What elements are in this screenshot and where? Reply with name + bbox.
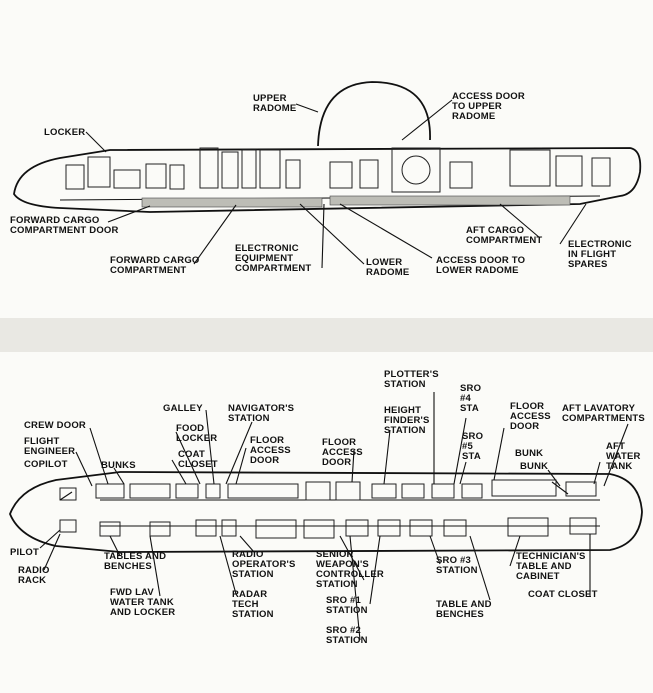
top-aircraft-diagram: [13, 81, 642, 269]
label-sro3-station: SRO #3 STATION: [436, 555, 478, 576]
label-table-and-benches: TABLE AND BENCHES: [436, 599, 492, 620]
top-fuselage: [13, 147, 642, 213]
label-aft-water-tank: AFT WATER TANK: [606, 441, 641, 472]
upper-radome-dome: [317, 81, 431, 147]
label-technicians-table: TECHNICIAN'S TABLE AND CABINET: [516, 551, 586, 582]
aft-cargo-strip: [329, 195, 571, 206]
forward-cargo-strip: [141, 197, 323, 208]
label-locker: LOCKER: [44, 127, 86, 138]
top-equipment-blocks: [65, 147, 611, 193]
label-crew-door: CREW DOOR: [24, 420, 86, 431]
label-aft-lavatory-compartments: AFT LAVATORY COMPARTMENTS: [562, 403, 645, 424]
label-floor-access-door-aft: FLOOR ACCESS DOOR: [510, 401, 551, 432]
label-copilot: COPILOT: [24, 459, 68, 470]
label-coat-closet-fwd: COAT CLOSET: [178, 449, 218, 470]
label-sro1-station: SRO #1 STATION: [326, 595, 368, 616]
label-sro2-station: SRO #2 STATION: [326, 625, 368, 646]
label-electronic-equipment-compartment: ELECTRONIC EQUIPMENT COMPARTMENT: [235, 243, 312, 274]
label-sro5-sta: SRO #5 STA: [462, 431, 484, 462]
label-senior-weapons-controller: SENIOR WEAPON'S CONTROLLER STATION: [316, 549, 384, 590]
label-plotters-station: PLOTTER'S STATION: [384, 369, 439, 390]
label-flight-engineer: FLIGHT ENGINEER: [24, 436, 76, 457]
label-radio-rack: RADIO RACK: [18, 565, 50, 586]
label-galley: GALLEY: [163, 403, 203, 414]
label-tables-and-benches: TABLES AND BENCHES: [104, 551, 167, 572]
label-radio-operators-station: RADIO OPERATOR'S STATION: [232, 549, 296, 580]
label-bunk-1: BUNK: [515, 448, 544, 459]
panel-divider: [0, 318, 653, 352]
top-panel: [0, 0, 653, 318]
label-sro4-sta: SRO #4 STA: [460, 383, 482, 414]
label-access-door-upper-radome: ACCESS DOOR TO UPPER RADOME: [452, 91, 525, 122]
label-pilot: PILOT: [10, 547, 39, 558]
top-leader-lines: [85, 99, 587, 269]
label-floor-access-door-fwd: FLOOR ACCESS DOOR: [250, 435, 291, 466]
label-fwd-lav-water-tank: FWD LAV WATER TANK AND LOCKER: [110, 587, 176, 618]
label-bunk-2: BUNK: [520, 461, 549, 472]
label-electronic-in-flight-spares: ELECTRONIC IN FLIGHT SPARES: [568, 239, 632, 270]
label-food-locker: FOOD LOCKER: [176, 423, 218, 444]
label-forward-cargo-door: FORWARD CARGO COMPARTMENT DOOR: [10, 215, 119, 236]
label-aft-cargo-compartment: AFT CARGO COMPARTMENT: [466, 225, 543, 246]
label-forward-cargo-compartment: FORWARD CARGO COMPARTMENT: [110, 255, 200, 276]
label-bunks: BUNKS: [101, 460, 136, 471]
label-access-door-lower-radome: ACCESS DOOR TO LOWER RADOME: [436, 255, 526, 276]
label-lower-radome: LOWER RADOME: [366, 257, 410, 278]
label-coat-closet-aft: COAT CLOSET: [528, 589, 598, 600]
label-upper-radome: UPPER RADOME: [253, 93, 297, 114]
label-radar-tech-station: RADAR TECH STATION: [232, 589, 274, 620]
label-floor-access-door-mid: FLOOR ACCESS DOOR: [322, 437, 363, 468]
label-height-finders-station: HEIGHT FINDER'S STATION: [384, 405, 430, 436]
label-navigators-station: NAVIGATOR'S STATION: [228, 403, 295, 424]
